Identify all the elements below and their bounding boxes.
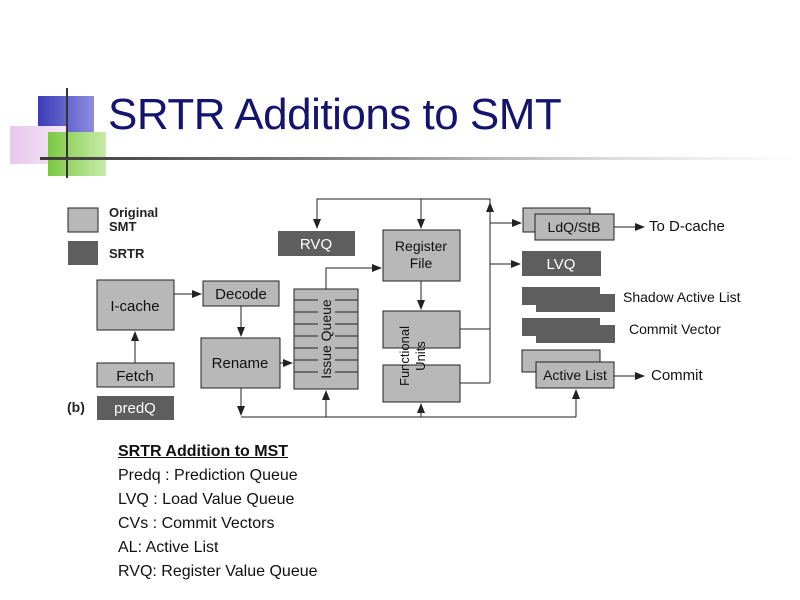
notes-block: SRTR Addition to MST Predq : Prediction …: [118, 440, 318, 584]
fetch-label: Fetch: [116, 368, 154, 385]
commit-vector-label: Commit Vector: [629, 321, 721, 337]
commit-vector-front: [536, 325, 615, 343]
icache-block: [96, 279, 175, 331]
deco-vertical-line: [66, 88, 68, 178]
deco-square-green: [48, 132, 106, 176]
rvq-label: RVQ: [300, 236, 332, 253]
functional-units-block-upper: [382, 310, 461, 349]
functional-units-label-1: Functional: [397, 326, 412, 386]
to-dcache-label: To D-cache: [649, 218, 725, 235]
predq-label: predQ: [114, 400, 156, 417]
rvq-block: [278, 231, 355, 256]
register-file-label-2: File: [410, 255, 433, 271]
predq-block: [97, 396, 174, 420]
arrow-issue-register: [325, 264, 382, 289]
register-file-block: [382, 229, 461, 282]
panel-label: (b): [67, 399, 85, 415]
slide-title: SRTR Additions to SMT: [108, 90, 562, 139]
lvq-block: [522, 251, 601, 276]
lvq-label: LVQ: [547, 256, 576, 273]
shadow-active-list-front: [536, 294, 615, 312]
notes-line: Predq : Prediction Queue: [118, 467, 298, 484]
active-list-label: Active List: [543, 367, 607, 383]
rename-label: Rename: [212, 355, 269, 372]
legend-original-line2: SMT: [109, 219, 137, 234]
notes-line: RVQ: Register Value Queue: [118, 563, 318, 580]
legend-original-line1: Original: [109, 205, 158, 220]
arrow-bus-rvq: [313, 198, 491, 229]
active-list-block: [535, 361, 615, 389]
notes-line: CVs : Commit Vectors: [118, 515, 275, 532]
shadow-active-list-label: Shadow Active List: [623, 289, 741, 305]
ldq-stb-block: [534, 213, 615, 241]
issue-queue-label: Issue Queue: [318, 299, 334, 379]
decode-label: Decode: [215, 286, 267, 303]
commit-label: Commit: [651, 367, 703, 384]
title-rule: [40, 157, 800, 160]
legend-srtr-swatch: [68, 241, 98, 265]
functional-units-label-2: Units: [413, 341, 428, 371]
register-file-label-1: Register: [395, 238, 447, 254]
icache-label: I-cache: [110, 298, 159, 315]
legend-original-swatch: [67, 207, 99, 233]
legend-srtr-label: SRTR: [109, 246, 145, 261]
notes-heading: SRTR Addition to MST: [118, 443, 289, 460]
ldq-stb-label: LdQ/StB: [548, 219, 601, 235]
decode-block: [202, 280, 280, 307]
notes-line: AL: Active List: [118, 539, 219, 556]
rename-block: [200, 337, 281, 389]
notes-line: LVQ : Load Value Queue: [118, 491, 295, 508]
functional-units-block-lower: [382, 364, 461, 403]
